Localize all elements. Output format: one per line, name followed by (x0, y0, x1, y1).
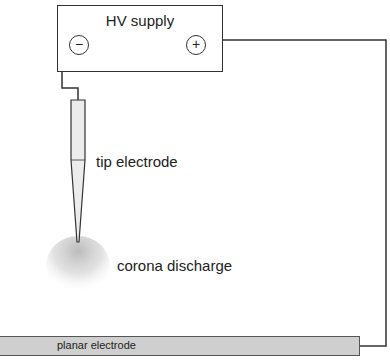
planar-electrode-band: planar electrode (0, 336, 360, 356)
electrode-label: planar electrode (57, 339, 136, 351)
tip-electrode-edge (71, 160, 85, 161)
part-label: corona discharge (117, 257, 232, 274)
part-label: tip electrode (96, 153, 178, 170)
tip-wire (62, 72, 78, 100)
supply-wire (223, 40, 386, 346)
terminal-symbol: − (69, 35, 89, 55)
corona-glow (46, 236, 110, 296)
tip-electrode-body (71, 100, 85, 242)
supply-title: HV supply (58, 12, 222, 29)
power-supply-box: HV supply − + (57, 5, 223, 72)
terminal-symbol: + (186, 35, 206, 55)
